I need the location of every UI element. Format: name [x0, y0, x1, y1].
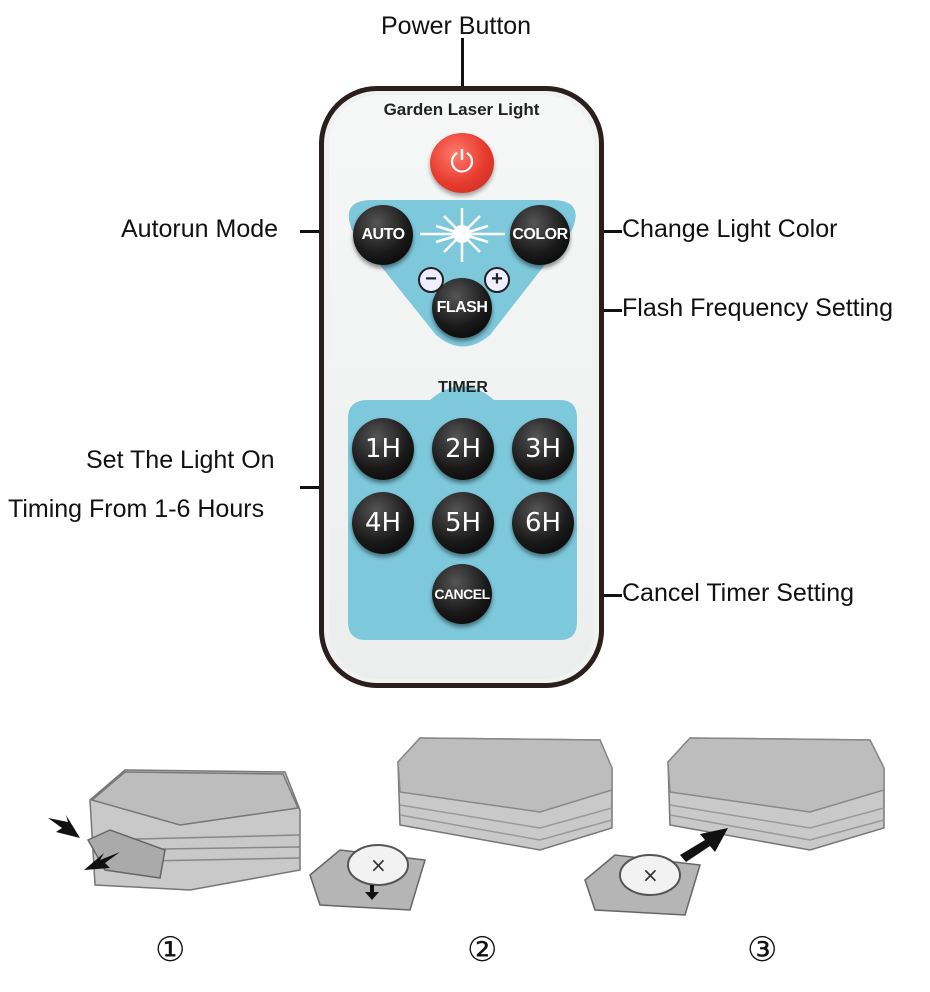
timer-6h-button[interactable]: 6H [512, 492, 574, 554]
color-button[interactable]: COLOR [510, 205, 570, 265]
timer-6h-label: 6H [524, 508, 562, 538]
power-icon: ⏻ [450, 146, 474, 179]
cancel-timer-callout: Cancel Timer Setting [622, 579, 855, 607]
timer-callout-line1: Set The Light On [86, 446, 275, 474]
timer-callout-line2: Timing From 1-6 Hours [8, 495, 265, 523]
minus-icon: − [418, 267, 444, 293]
power-button[interactable]: ⏻ [430, 133, 494, 193]
flash-frequency-callout: Flash Frequency Setting [622, 294, 893, 322]
step2-remote-illustration [397, 737, 613, 851]
remote-title: Garden Laser Light [383, 100, 540, 119]
color-button-label: COLOR [512, 226, 568, 243]
battery-icon: × [584, 854, 701, 916]
arrow-icon [48, 815, 120, 870]
svg-text:×: × [370, 853, 387, 877]
timer-3h-button[interactable]: 3H [512, 418, 574, 480]
timer-2h-label: 2H [444, 434, 482, 464]
battery-steps-illustration: × × [48, 737, 885, 916]
flash-button-label: FLASH [436, 299, 488, 316]
change-color-callout: Change Light Color [622, 215, 838, 243]
power-button-callout: Power Button [381, 12, 532, 40]
timer-3h-label: 3H [524, 434, 562, 464]
cancel-button[interactable]: CANCEL [432, 564, 492, 624]
timer-2h-button[interactable]: 2H [432, 418, 494, 480]
timer-4h-label: 4H [364, 508, 402, 538]
timer-1h-button[interactable]: 1H [352, 418, 414, 480]
timer-5h-label: 5H [444, 508, 482, 538]
arrow-icon [680, 828, 728, 862]
timer-5h-button[interactable]: 5H [432, 492, 494, 554]
svg-text:×: × [642, 863, 659, 887]
step-1-number: ① [155, 930, 186, 970]
plus-icon: + [484, 267, 510, 293]
auto-button-label: AUTO [361, 226, 405, 243]
flash-button[interactable]: FLASH [432, 278, 492, 338]
autorun-mode-callout: Autorun Mode [121, 215, 279, 243]
timer-4h-button[interactable]: 4H [352, 492, 414, 554]
cancel-button-label: CANCEL [434, 586, 490, 602]
step-2-number: ② [467, 930, 498, 970]
timer-title: TIMER [438, 379, 488, 396]
auto-button[interactable]: AUTO [353, 205, 413, 265]
step3-remote-illustration [667, 737, 885, 851]
step-3-number: ③ [747, 930, 778, 970]
timer-1h-label: 1H [364, 434, 402, 464]
battery-icon: × [309, 844, 426, 911]
step1-remote-illustration [86, 769, 301, 891]
